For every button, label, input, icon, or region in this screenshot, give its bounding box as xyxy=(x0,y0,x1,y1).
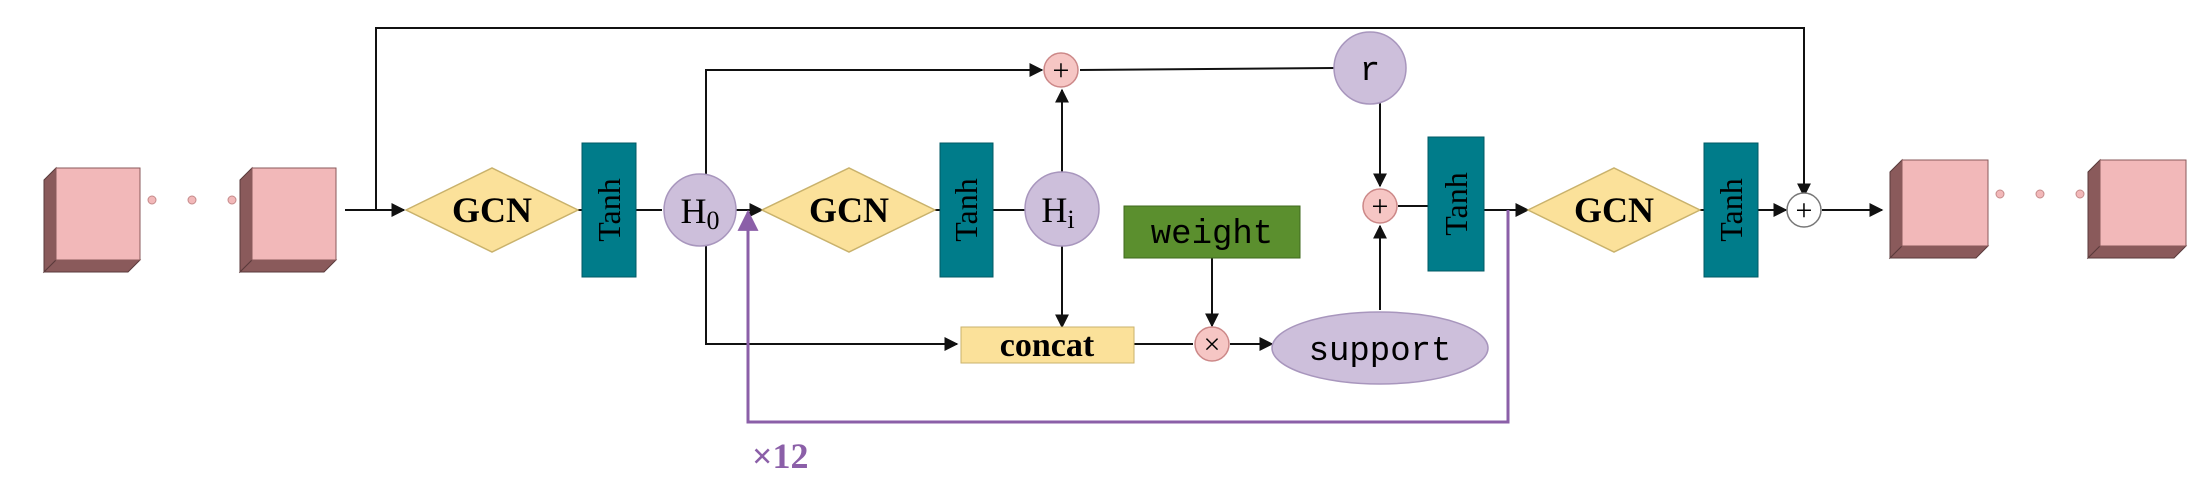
tanh-block-3: Tanh xyxy=(1427,136,1485,272)
tanh-label-2: Tanh xyxy=(948,178,984,242)
gcn-block-3: GCN xyxy=(1526,167,1702,253)
output-cube-right xyxy=(2086,158,2188,260)
support-label: support xyxy=(1309,333,1452,371)
node-hi: Hi xyxy=(1024,171,1100,247)
node-r-label: r xyxy=(1360,53,1380,91)
gcn-label-3: GCN xyxy=(1574,190,1654,230)
tanh-label-3: Tanh xyxy=(1438,172,1474,236)
plus-operator-top: + xyxy=(1043,52,1079,88)
support-node: support xyxy=(1271,311,1489,385)
tanh-block-4: Tanh xyxy=(1703,142,1759,278)
weight-block: weight xyxy=(1123,205,1301,259)
plus-symbol-final: + xyxy=(1796,194,1813,227)
repeat-count-label: ×12 xyxy=(752,436,809,476)
times-symbol: × xyxy=(1204,328,1221,361)
gcn-block-2: GCN xyxy=(760,167,937,253)
edge-repeat-loop xyxy=(737,209,1510,424)
edge-global-skip xyxy=(375,27,1811,210)
edge-plus-top-r xyxy=(1079,67,1335,71)
node-h0-label: H0 xyxy=(681,191,720,235)
concat-label: concat xyxy=(1000,327,1095,364)
plus-symbol-mid: + xyxy=(1372,190,1389,223)
tanh-block-1: Tanh xyxy=(581,142,637,278)
gcn-block-1: GCN xyxy=(404,167,580,253)
plus-operator-final: + xyxy=(1786,192,1822,228)
connectors xyxy=(345,27,1884,351)
output-ellipsis-dots xyxy=(1995,189,2085,199)
node-hi-label: Hi xyxy=(1041,190,1074,234)
node-r: r xyxy=(1333,31,1407,105)
input-cube-right xyxy=(238,166,338,274)
output-cube-left xyxy=(1888,158,1990,260)
tanh-label-1: Tanh xyxy=(591,178,627,242)
input-cube-left xyxy=(42,166,142,274)
gcn-label-2: GCN xyxy=(809,190,889,230)
tanh-block-2: Tanh xyxy=(939,142,994,278)
edge-h0-concat xyxy=(705,244,959,351)
tanh-label-4: Tanh xyxy=(1713,178,1749,242)
gcn-label-1: GCN xyxy=(452,190,532,230)
plus-operator-mid: + xyxy=(1362,188,1398,224)
concat-block: concat xyxy=(960,326,1135,364)
edge-h0-plus-top xyxy=(705,63,1044,176)
plus-symbol-top: + xyxy=(1053,54,1070,87)
times-operator: × xyxy=(1194,326,1230,362)
weight-label: weight xyxy=(1151,216,1273,254)
node-h0: H0 xyxy=(663,173,737,247)
input-ellipsis-dots xyxy=(147,195,237,205)
